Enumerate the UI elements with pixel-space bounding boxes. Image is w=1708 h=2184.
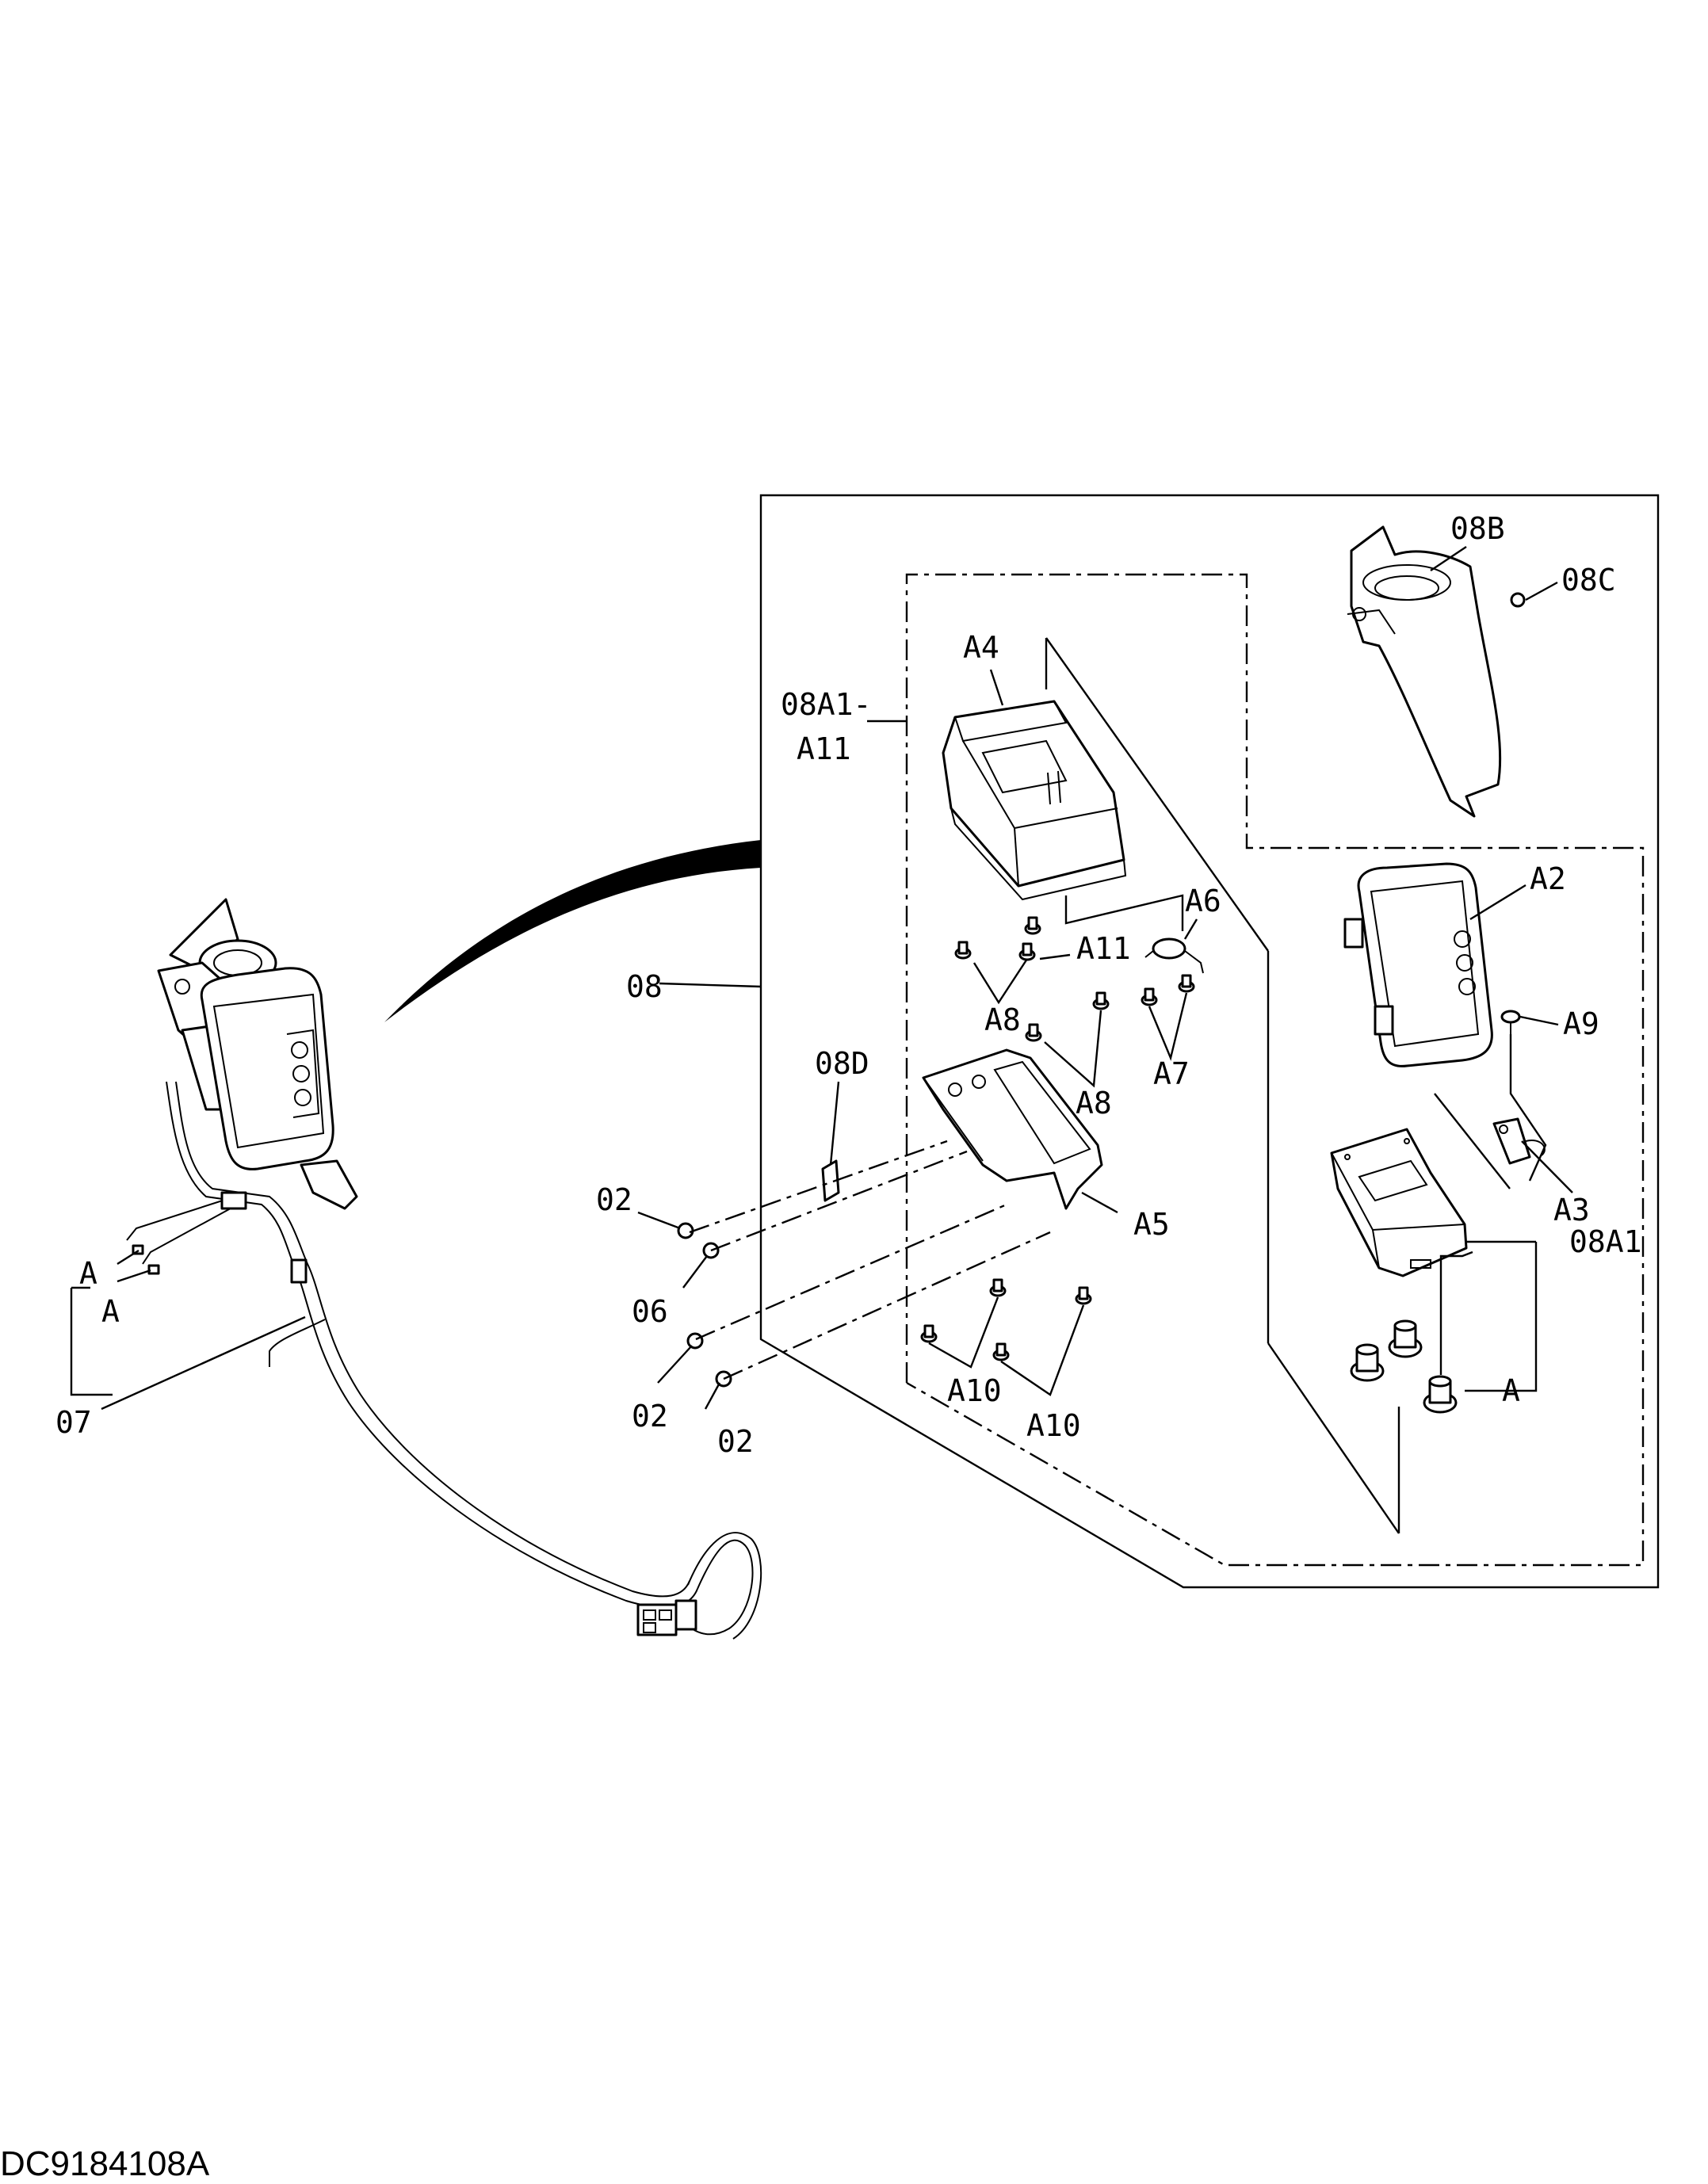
callout-06: 06 — [632, 1294, 668, 1329]
callout-A10-first: A10 — [947, 1373, 1002, 1408]
part-A6-sensor — [1144, 937, 1204, 974]
callout-07: 07 — [55, 1405, 92, 1440]
part-08B-cover — [1347, 525, 1502, 818]
part-A2-panel — [1343, 862, 1493, 1067]
screw-A9 — [1500, 1010, 1521, 1034]
callout-08: 08 — [626, 969, 663, 1004]
callout-08C: 08C — [1561, 563, 1616, 598]
callout-A7: A7 — [1153, 1056, 1190, 1091]
cab-console-assembly — [157, 898, 358, 1210]
kit-08A1-frame — [905, 573, 1645, 1567]
callout-08B: 08B — [1450, 511, 1505, 546]
wire-harness-07 — [126, 1081, 762, 1640]
callout-A8-first: A8 — [984, 1002, 1021, 1037]
callout-A2: A2 — [1530, 861, 1566, 896]
part-A5-bracket — [922, 1048, 1103, 1210]
callout-A6: A6 — [1185, 884, 1221, 918]
callout-A9: A9 — [1563, 1006, 1599, 1041]
callout-02-second: 02 — [632, 1399, 668, 1434]
callout-08A1-range-top: 08A1- — [781, 687, 871, 722]
callout-08D: 08D — [815, 1046, 869, 1081]
callout-A4: A4 — [963, 630, 999, 665]
callout-A11: A11 — [1076, 931, 1131, 966]
part-A4-tray — [942, 700, 1127, 901]
knobs-A — [1350, 1319, 1458, 1414]
swoosh-arc — [384, 840, 761, 1022]
callout-A3: A3 — [1553, 1193, 1590, 1228]
drawing-id: DC9184108A — [0, 2144, 210, 2183]
callout-A-third: A — [1502, 1373, 1520, 1408]
callout-A8-second: A8 — [1076, 1086, 1112, 1121]
callout-A-second: A — [101, 1294, 120, 1329]
screws-A8-A11-A7-A10-02-06 — [677, 916, 1195, 1388]
callout-08A1: 08A1 — [1569, 1224, 1642, 1259]
assembly-08-frame — [759, 494, 1660, 1589]
callout-02-first: 02 — [596, 1182, 632, 1217]
callout-A5: A5 — [1133, 1207, 1170, 1242]
part-08A1-module — [1330, 1128, 1468, 1277]
callout-A10-second: A10 — [1026, 1408, 1081, 1443]
screw-08C — [1510, 592, 1526, 608]
callout-A-first: A — [79, 1256, 97, 1291]
part-A3-clip — [1492, 1117, 1546, 1165]
callout-02-third: 02 — [717, 1424, 754, 1459]
leader-lines — [70, 546, 1573, 1411]
callout-08A1-range-bottom: A11 — [797, 731, 851, 766]
